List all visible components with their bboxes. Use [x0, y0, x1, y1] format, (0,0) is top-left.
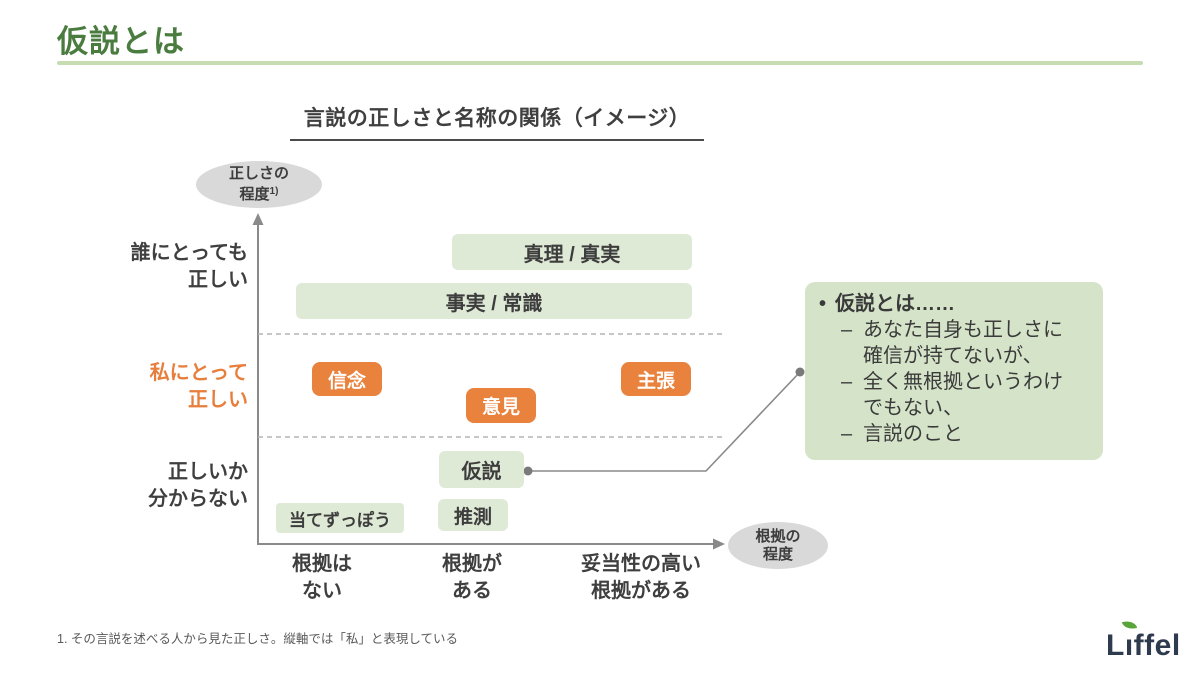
y-category-true-for-me: 私にとって 正しい [149, 362, 248, 411]
hypothesis-definition-callout: •仮説とは…… – あなた自身も正しさに確信が持てないが、 – 全く無根拠という… [805, 282, 1103, 460]
x-axis-label-line1: 根拠の [755, 527, 801, 545]
callout-connector-line [528, 371, 801, 472]
x-axis-label-line2: 程度 [762, 545, 793, 563]
box-opinion: 意見 [466, 388, 536, 423]
liffel-logo: Lıffel [1106, 629, 1181, 662]
box-truth: 真理 / 真実 [452, 234, 692, 270]
y-axis-arrowhead-icon [252, 213, 264, 225]
title-underline [57, 61, 1143, 65]
callout-item: – あなた自身も正しさに確信が持てないが、 [841, 319, 1063, 367]
callout-item: – 言説のこと [841, 423, 963, 445]
box-belief: 信念 [312, 362, 382, 396]
connector-dot-callout [795, 367, 805, 377]
box-hypothesis: 仮説 [439, 451, 524, 488]
box-guess: 推測 [438, 499, 508, 531]
y-axis-label-line1: 正しさの [228, 165, 289, 182]
y-category-unknown-truth: 正しいか 分からない [148, 461, 248, 510]
y-axis-label-line2: 程度1) [239, 186, 279, 203]
footnote-marker: 1) [269, 186, 279, 197]
box-claim: 主張 [621, 362, 691, 396]
x-category-no-evidence: 根拠は ない [292, 553, 352, 602]
x-category-valid-evidence: 妥当性の高い 根拠がある [581, 553, 701, 602]
box-wild-guess: 当てずっぽう [276, 503, 404, 533]
bullet-icon: • [819, 293, 827, 315]
page-title: 仮説とは [57, 24, 185, 59]
y-category-true-for-everyone: 誰にとっても 正しい [130, 242, 248, 291]
dash-icon: – [841, 319, 853, 341]
callout-item: – 全く無根拠というわけでもない、 [841, 371, 1063, 419]
x-axis-label: 根拠の 程度 [728, 522, 828, 569]
x-category-has-evidence: 根拠が ある [442, 553, 502, 602]
diagram-title: 言説の正しさと名称の関係（イメージ） [290, 102, 704, 141]
connector-dot-hypothesis [523, 466, 533, 476]
dash-icon: – [841, 371, 853, 393]
footnote: 1. その言説を述べる人から見た正しさ。縦軸では「私」と表現している [57, 632, 459, 646]
y-axis-label: 正しさの 程度1) [196, 161, 322, 208]
callout-title: •仮説とは…… [819, 293, 956, 315]
box-fact: 事実 / 常識 [296, 283, 692, 319]
dash-icon: – [841, 423, 853, 445]
x-axis-arrowhead-icon [713, 538, 725, 550]
